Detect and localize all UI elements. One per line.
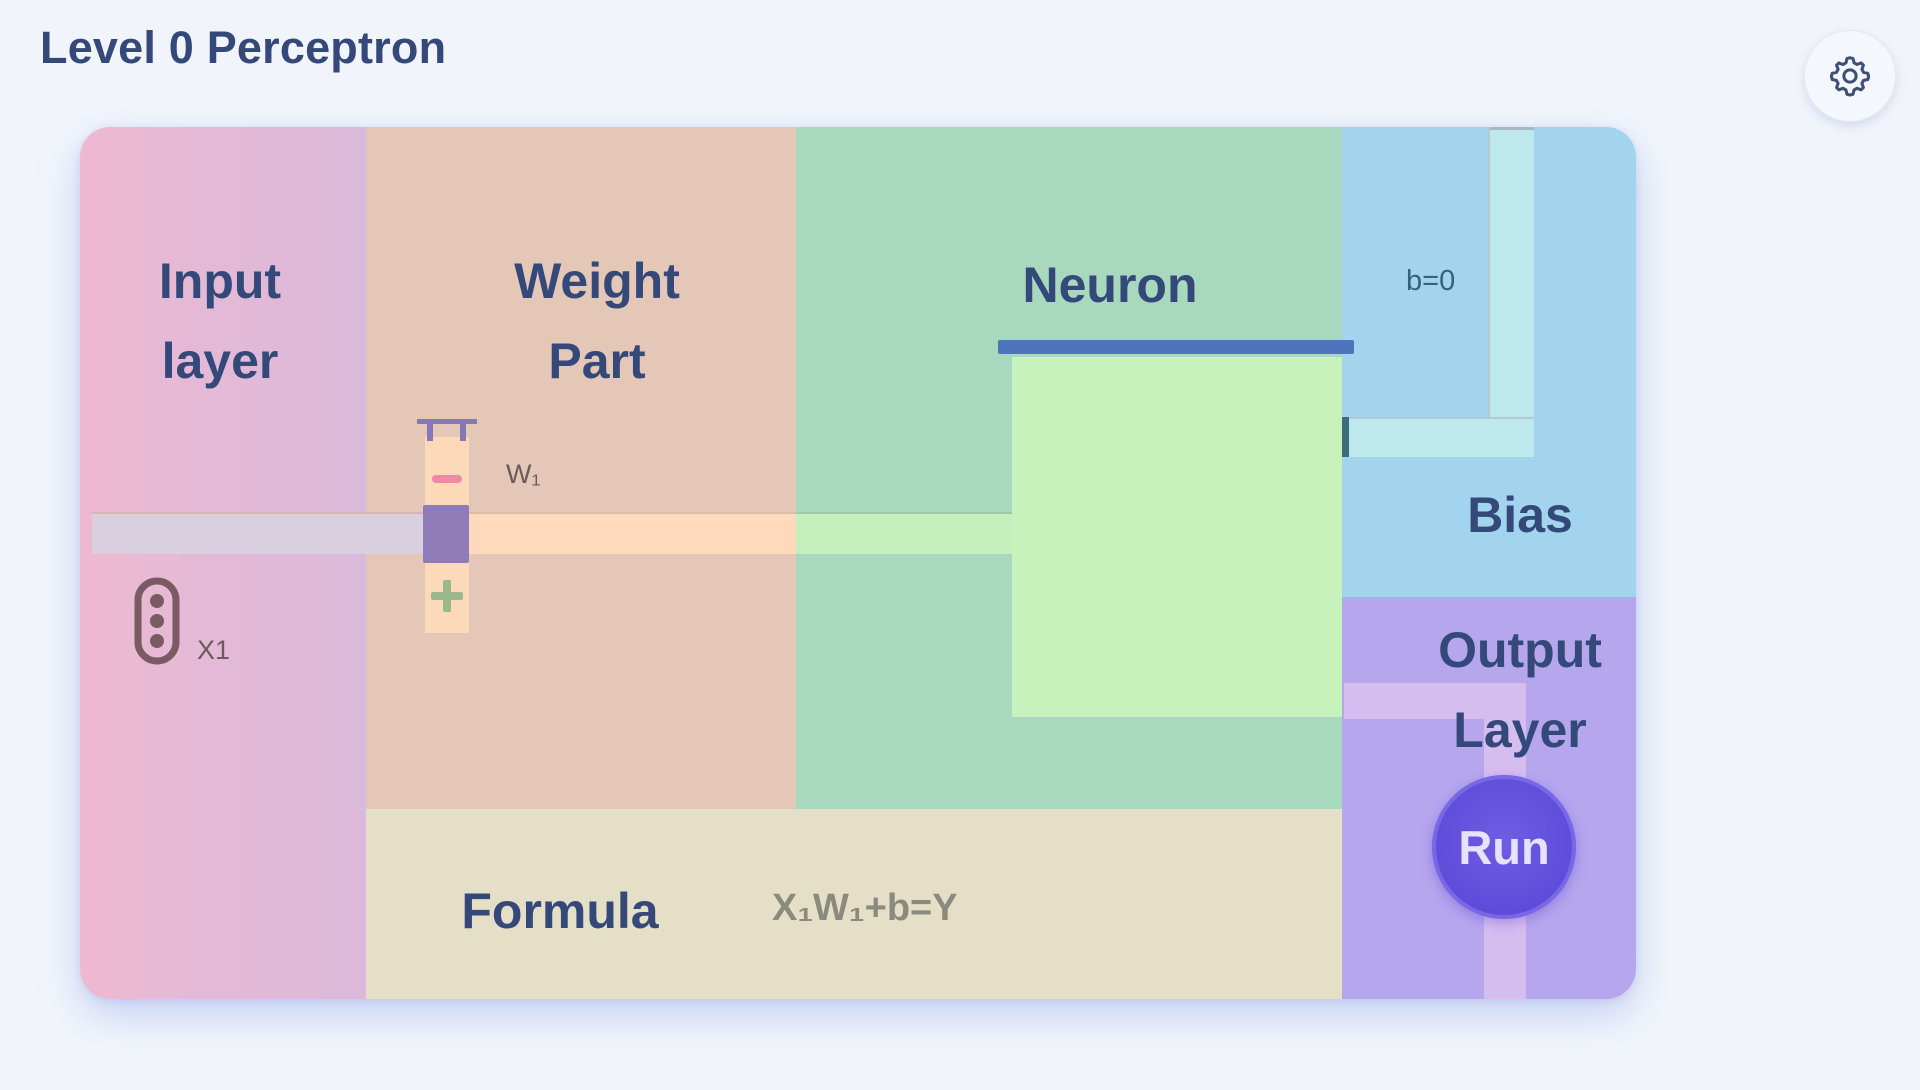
input-node-icon: [134, 577, 180, 665]
bias-pipe-vertical: [1490, 127, 1534, 455]
bias-pipe-top: [1490, 127, 1534, 130]
weight-pipe: [432, 512, 796, 554]
neuron-body: [1012, 357, 1342, 717]
weight-part-label-2: Part: [548, 333, 646, 389]
weight-w1-label: W₁: [506, 459, 541, 489]
perceptron-board: Input layer Weight Part Neuron Bias Outp…: [80, 127, 1636, 999]
run-button[interactable]: Run: [1432, 775, 1576, 919]
formula-zone: [366, 809, 1342, 999]
bias-connector: [1342, 417, 1349, 457]
neuron-threshold-bar: [998, 340, 1354, 354]
output-layer-label-1: Output: [1438, 622, 1602, 678]
settings-button[interactable]: [1804, 30, 1896, 122]
neuron-label: Neuron: [1022, 257, 1198, 313]
weight-decrease-button[interactable]: [427, 462, 467, 496]
plus-icon: [431, 580, 463, 612]
bias-pipe-edge: [1488, 127, 1490, 417]
formula-expression: X₁W₁+b=Y: [772, 887, 958, 929]
bias-label: Bias: [1467, 487, 1573, 543]
input-layer-zone: [80, 127, 366, 999]
input-x1-label: X1: [197, 635, 231, 665]
output-pipe-horizontal: [1344, 681, 1526, 719]
slider-cap-icon: [417, 419, 477, 441]
input-layer-label-1: Input: [158, 253, 282, 309]
formula-label: Formula: [461, 883, 659, 939]
bias-value: b=0: [1406, 265, 1456, 297]
input-pipe: [92, 512, 432, 554]
bias-pipe-horizontal: [1344, 417, 1534, 457]
weight-increase-button[interactable]: [427, 576, 467, 616]
weight-slider-thumb[interactable]: [423, 505, 469, 563]
minus-icon: [432, 475, 462, 483]
gear-icon: [1829, 56, 1871, 97]
page-title: Level 0 Perceptron: [40, 22, 447, 73]
neuron-pipe: [796, 512, 1012, 554]
weight-part-label-1: Weight: [514, 253, 680, 309]
input-layer-label-2: layer: [161, 333, 279, 389]
input-node[interactable]: [134, 577, 180, 665]
output-layer-label-2: Layer: [1453, 702, 1587, 758]
